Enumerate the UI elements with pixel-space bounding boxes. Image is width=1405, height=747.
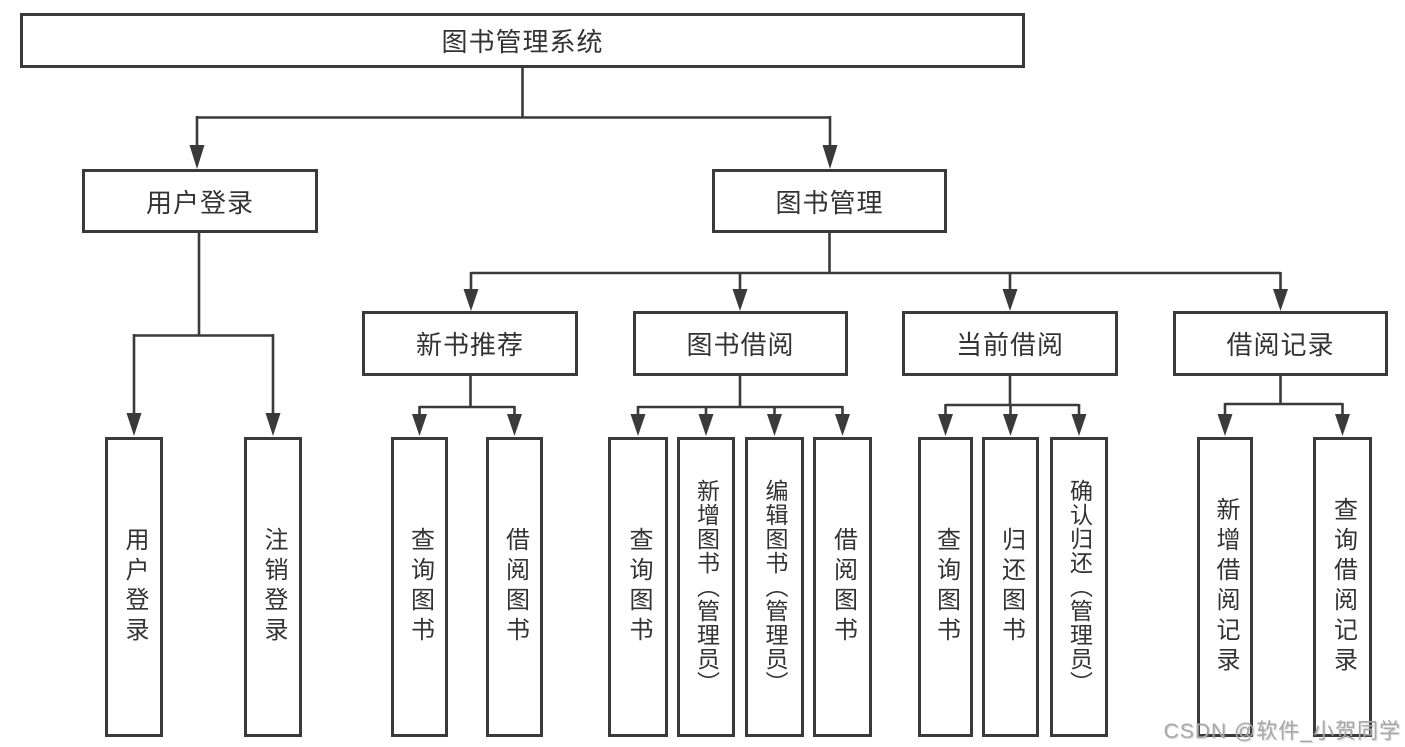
leaf-query-books-borrowing: 查询图书 (608, 437, 668, 737)
node-label: 新增图书（管理员） (693, 479, 720, 695)
node-label: 借阅记录 (1226, 330, 1335, 360)
user-login-branch-lines (132, 233, 275, 416)
book-borrowing-branch-lines (636, 376, 844, 419)
csdn-watermark: CSDN @软件_小贺同学 (1163, 720, 1401, 743)
node-label: 新增借阅记录 (1212, 497, 1239, 677)
book-management-branch-lines (469, 233, 1282, 293)
node-label: 借阅图书 (501, 527, 529, 647)
node-label: 图书借阅 (686, 330, 795, 360)
node-label: 查询图书 (625, 527, 652, 647)
node-current-borrowing: 当前借阅 (902, 311, 1118, 376)
node-label: 当前借阅 (955, 330, 1064, 360)
leaf-add-books-admin: 新增图书（管理员） (677, 437, 735, 737)
leaf-query-borrow-record: 查询借阅记录 (1313, 437, 1372, 737)
node-label: 编辑图书（管理员） (762, 479, 788, 695)
node-label: 确认归还（管理员） (1066, 479, 1093, 695)
node-label: 新书推荐 (415, 330, 524, 360)
leaf-add-borrow-record: 新增借阅记录 (1197, 437, 1253, 737)
node-label: 图书管理系统 (441, 27, 604, 57)
leaf-edit-books-admin: 编辑图书（管理员） (745, 437, 804, 737)
leaf-query-books-recommend: 查询图书 (391, 437, 448, 737)
node-library-management-system: 图书管理系统 (20, 13, 1025, 68)
current-borrowing-branch-lines (944, 376, 1081, 419)
node-label: 查询图书 (932, 527, 960, 647)
node-book-management: 图书管理 (712, 169, 947, 233)
leaf-borrow-books: 借阅图书 (813, 437, 872, 737)
node-label: 注销登录 (260, 527, 287, 647)
leaf-user-login: 用户登录 (105, 437, 163, 737)
root-branch-lines (195, 68, 832, 148)
leaf-logout: 注销登录 (244, 437, 302, 737)
leaf-query-books-current: 查询图书 (918, 437, 973, 737)
node-new-book-recommend: 新书推荐 (362, 311, 578, 376)
node-label: 查询图书 (406, 527, 434, 647)
node-label: 查询借阅记录 (1329, 497, 1357, 677)
node-label: 归还图书 (997, 527, 1025, 647)
node-label: 图书管理 (775, 187, 884, 218)
node-label: 借阅图书 (829, 527, 857, 647)
node-borrowing-records: 借阅记录 (1173, 311, 1388, 376)
node-label: 用户登录 (145, 187, 254, 218)
node-user-login: 用户登录 (82, 169, 318, 233)
node-label: 用户登录 (121, 527, 148, 647)
leaf-confirm-return-admin: 确认归还（管理员） (1050, 437, 1108, 737)
leaf-borrow-books-recommend: 借阅图书 (486, 437, 543, 737)
node-book-borrowing: 图书借阅 (633, 311, 848, 376)
borrowing-records-branch-lines (1223, 376, 1344, 419)
leaf-return-books: 归还图书 (982, 437, 1039, 737)
new-book-branch-lines (418, 376, 516, 419)
